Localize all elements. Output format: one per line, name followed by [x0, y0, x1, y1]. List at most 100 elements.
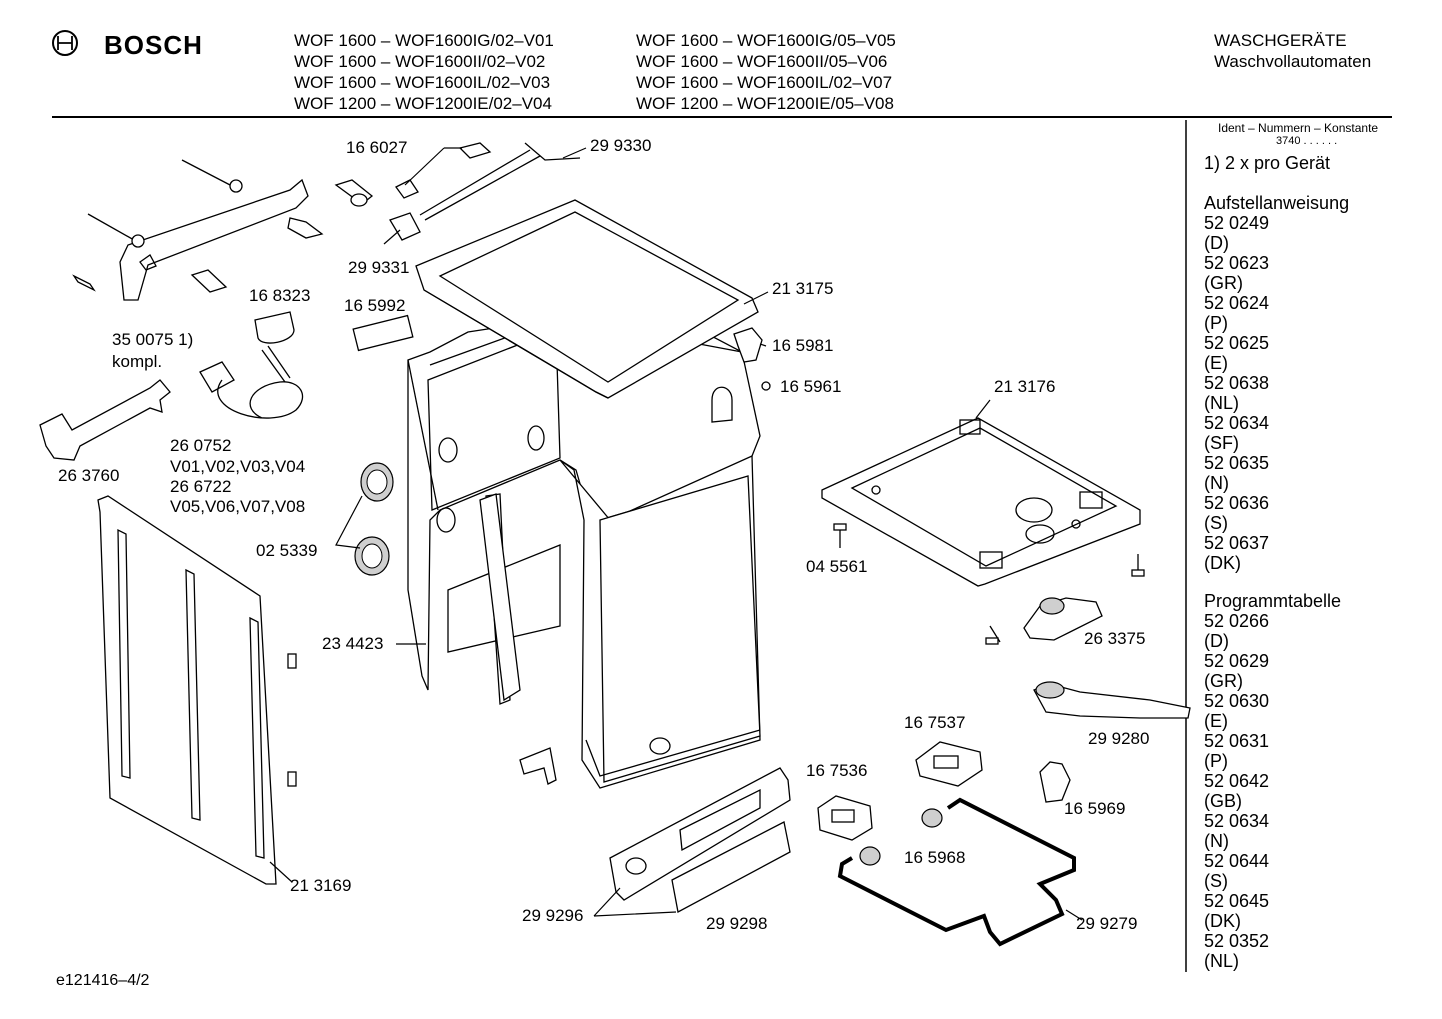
knob-part — [859, 846, 881, 866]
model-line: WOF 1200 – WOF1200IE/02–V04 — [294, 94, 552, 113]
list-item: 52 0631 — [1204, 731, 1270, 751]
section-title: Programmtabelle — [1204, 591, 1342, 611]
part-label: 16 5968 — [904, 848, 966, 867]
list-item: 52 0352 — [1204, 931, 1270, 951]
list-item: (E) — [1204, 711, 1228, 731]
ident-value: 3740 . . . . . . — [1276, 135, 1338, 147]
brand-name: BOSCH — [104, 30, 203, 60]
part-label: V05,V06,V07,V08 — [170, 497, 306, 516]
top-hinge-part — [389, 142, 581, 241]
part-label: 23 4423 — [322, 634, 384, 653]
list-item: 52 0629 — [1204, 651, 1270, 671]
category-subtitle: Waschvollautomaten — [1214, 52, 1372, 71]
part-label: 29 9330 — [590, 136, 652, 155]
part-label: 16 5961 — [780, 377, 842, 396]
base-frame-part — [821, 417, 1141, 587]
list-item: 52 0249 — [1204, 213, 1270, 233]
model-line: WOF 1600 – WOF1600IG/05–V05 — [636, 31, 896, 50]
list-item: (GR) — [1204, 671, 1243, 691]
list-item: (D) — [1204, 233, 1229, 253]
sidebar-note: 1) 2 x pro Gerät — [1204, 153, 1331, 173]
switch-block-part — [915, 741, 983, 787]
part-label: 21 3169 — [290, 876, 352, 895]
document-id: e121416–4/2 — [56, 972, 150, 989]
transport-bracket-part — [72, 159, 374, 301]
foot-screws-part — [833, 523, 1145, 645]
sidebar-section-aufstell: Aufstellanweisung 52 0249 (D) 52 0623 (G… — [1204, 193, 1349, 573]
model-line: WOF 1600 – WOF1600IG/02–V01 — [294, 31, 554, 50]
cable-clip-part — [254, 311, 295, 344]
part-label: V01,V02,V03,V04 — [170, 457, 306, 476]
part-label: 04 5561 — [806, 557, 868, 576]
list-item: (P) — [1204, 313, 1228, 333]
wire-bail-part — [837, 797, 1076, 947]
list-item: (S) — [1204, 871, 1228, 891]
bottom-bracket-part — [519, 747, 557, 785]
part-label: 21 3176 — [994, 377, 1056, 396]
screw-part — [761, 381, 771, 391]
seal-rings-part — [335, 462, 394, 576]
model-list-col2: WOF 1600 – WOF1600IG/05–V05 WOF 1600 – W… — [636, 30, 896, 114]
list-item: (DK) — [1204, 553, 1241, 573]
sidebar-section-programm: Programmtabelle 52 0266 (D) 52 0629 (GR)… — [1204, 591, 1341, 971]
filter-part — [1039, 761, 1071, 803]
list-item: 52 0636 — [1204, 493, 1270, 513]
part-label: 26 0752 — [170, 436, 232, 455]
part-label: 16 5981 — [772, 336, 834, 355]
list-item: (DK) — [1204, 911, 1241, 931]
model-line: WOF 1600 – WOF1600II/02–V02 — [294, 52, 546, 71]
list-item: (D) — [1204, 631, 1229, 651]
list-item: 52 0635 — [1204, 453, 1270, 473]
worktop-part — [415, 199, 759, 399]
part-label: 29 9279 — [1076, 914, 1138, 933]
part-label: kompl. — [112, 352, 163, 371]
spanner-part — [39, 379, 171, 461]
list-item: (NL) — [1204, 951, 1239, 971]
category-title: WASCHGERÄTE — [1214, 31, 1347, 50]
part-label: 16 6027 — [346, 138, 408, 157]
mains-cable-part — [199, 345, 304, 419]
model-line: WOF 1600 – WOF1600IL/02–V03 — [294, 73, 551, 92]
part-label: 29 9331 — [348, 258, 410, 277]
part-label: 26 3375 — [1084, 629, 1146, 648]
list-item: (E) — [1204, 353, 1228, 373]
side-panel-part — [97, 495, 297, 885]
list-item: (S) — [1204, 513, 1228, 533]
part-label: 29 9298 — [706, 914, 768, 933]
part-label: 26 3760 — [58, 466, 120, 485]
list-item: 52 0634 — [1204, 811, 1270, 831]
category-block: WASCHGERÄTE Waschvollautomaten — [1214, 30, 1371, 72]
list-item: (SF) — [1204, 433, 1239, 453]
switch-part — [817, 795, 873, 841]
list-item: (P) — [1204, 751, 1228, 771]
list-item: (GB) — [1204, 791, 1242, 811]
list-item: 52 0634 — [1204, 413, 1270, 433]
model-line: WOF 1600 – WOF1600IL/02–V07 — [636, 73, 893, 92]
drain-hose-part — [1033, 683, 1191, 719]
knob-part — [921, 808, 943, 828]
list-item: 52 0266 — [1204, 611, 1270, 631]
part-label: 16 7536 — [806, 761, 868, 780]
part-label: 21 3175 — [772, 279, 834, 298]
part-label: 16 8323 — [249, 286, 311, 305]
ident-title: Ident – Nummern – Konstante — [1218, 121, 1379, 135]
model-line: WOF 1200 – WOF1200IE/05–V08 — [636, 94, 894, 113]
part-label: 16 5992 — [344, 296, 406, 315]
list-item: (N) — [1204, 831, 1229, 851]
model-list-col1: WOF 1600 – WOF1600IG/02–V01 WOF 1600 – W… — [294, 30, 554, 114]
clip-part — [733, 327, 763, 363]
list-item: 52 0638 — [1204, 373, 1270, 393]
bosch-logo-icon — [52, 30, 78, 56]
list-item: 52 0623 — [1204, 253, 1270, 273]
list-item: (GR) — [1204, 273, 1243, 293]
list-item: 52 0630 — [1204, 691, 1270, 711]
list-item: 52 0645 — [1204, 891, 1270, 911]
model-line: WOF 1600 – WOF1600II/05–V06 — [636, 52, 888, 71]
list-item: (NL) — [1204, 393, 1239, 413]
list-item: 52 0624 — [1204, 293, 1270, 313]
part-label: 29 9280 — [1088, 729, 1150, 748]
list-item: (N) — [1204, 473, 1229, 493]
list-item: 52 0644 — [1204, 851, 1270, 871]
label-plate-part — [352, 314, 414, 352]
cabinet-part — [407, 317, 761, 789]
